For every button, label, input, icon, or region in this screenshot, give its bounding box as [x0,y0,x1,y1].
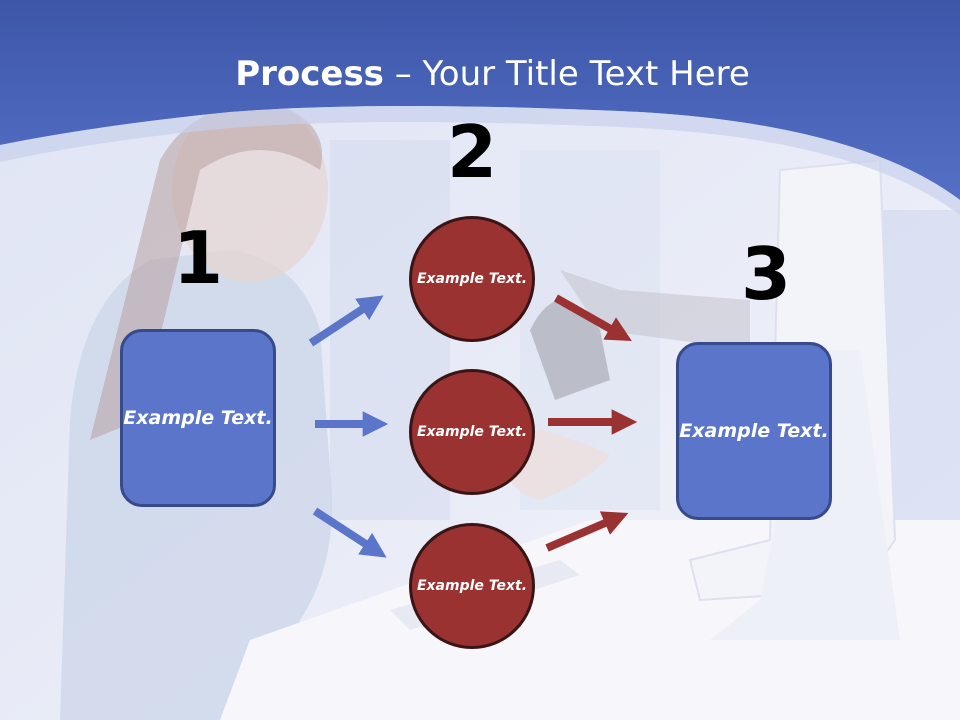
circle-bottom-label: Example Text. [416,577,528,594]
step-number-1: 1 [172,216,224,300]
title-bold: Process [235,54,384,94]
arrow-bottom-to-right [545,511,629,552]
slide-title: Process – Your Title Text Here [0,52,960,96]
circle-bottom[interactable]: Example Text. [409,523,535,649]
circle-top[interactable]: Example Text. [409,216,535,342]
arrow-left-to-top [308,295,384,347]
circle-middle-label: Example Text. [416,423,528,440]
right-text-box[interactable]: Example Text. [676,342,832,520]
step-number-2: 2 [446,110,498,194]
circle-top-label: Example Text. [416,270,528,287]
circle-middle[interactable]: Example Text. [409,369,535,495]
left-box-label: Example Text. [123,406,273,429]
arrow-top-to-right [554,294,632,342]
title-rest: – Your Title Text Here [383,54,750,94]
arrow-left-to-bottom [312,507,387,558]
right-box-label: Example Text. [679,419,829,442]
step-number-3: 3 [740,232,792,316]
left-text-box[interactable]: Example Text. [120,329,276,507]
